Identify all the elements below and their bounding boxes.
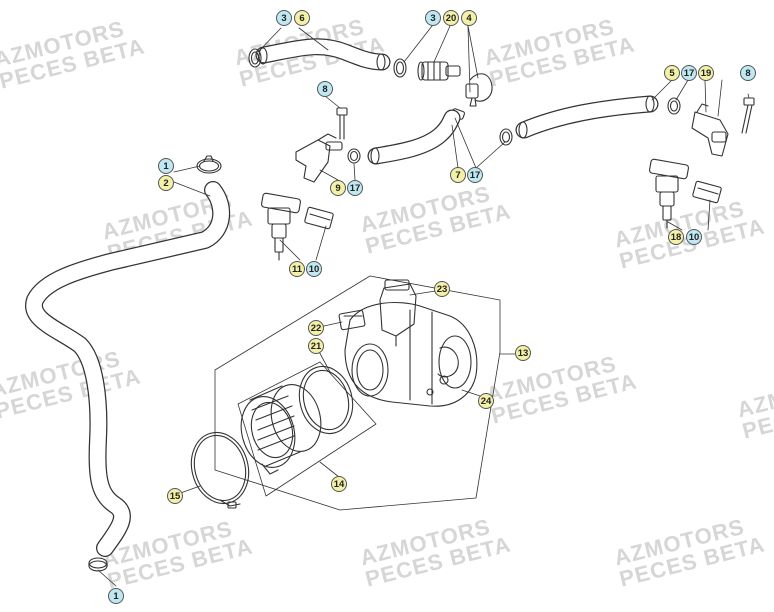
callout-label: 13: [517, 347, 529, 359]
callout-label: 24: [480, 395, 492, 407]
callout-label: 17: [683, 67, 695, 79]
callout-label: 19: [700, 67, 712, 79]
callout-label: 14: [333, 478, 345, 490]
callout-label: 22: [310, 322, 322, 334]
callout-7: 7: [450, 167, 466, 183]
callout-23: 23: [434, 281, 450, 297]
clamp-ring-large: [298, 365, 354, 435]
callout-label: 21: [310, 340, 322, 352]
callout-label: 3: [281, 12, 287, 24]
callout-label: 10: [308, 263, 320, 275]
tps-sensor: [379, 279, 417, 347]
callout-11: 11: [289, 261, 305, 277]
callout-label: 23: [436, 283, 448, 295]
middle-hose: [367, 109, 461, 165]
callout-label: 5: [669, 67, 675, 79]
callout-label: 17: [469, 169, 481, 181]
callout-17: 17: [347, 180, 363, 196]
callout-8: 8: [740, 65, 756, 81]
callout-10: 10: [306, 261, 322, 277]
callout-15: 15: [167, 488, 183, 504]
callout-label: 18: [670, 231, 682, 243]
intake-manifold: [240, 384, 322, 475]
callout-3: 3: [276, 10, 292, 26]
callout-2: 2: [158, 175, 174, 191]
callout-3: 3: [425, 10, 441, 26]
callout-24: 24: [478, 393, 494, 409]
callout-13: 13: [515, 345, 531, 361]
hose-clamp-top: [196, 155, 222, 174]
callout-9: 9: [330, 180, 346, 196]
connector-right: [692, 180, 722, 204]
callout-label: 11: [291, 263, 303, 275]
injector-right: [648, 158, 690, 229]
bolt-left: [336, 107, 348, 140]
callout-1: 1: [108, 588, 124, 604]
right-hose: [515, 95, 659, 139]
callout-6: 6: [294, 10, 310, 26]
callout-label: 2: [163, 177, 169, 189]
callout-21: 21: [308, 338, 324, 354]
sensor-connector: [338, 309, 366, 331]
callout-19: 19: [698, 65, 714, 81]
callout-label: 8: [745, 67, 751, 79]
callout-1: 1: [158, 158, 174, 174]
callout-17: 17: [467, 167, 483, 183]
callout-label: 15: [169, 490, 181, 502]
hose-clamp-15: [190, 431, 250, 509]
clamp-small-left: [248, 48, 262, 68]
callout-20: 20: [443, 10, 459, 26]
callout-5: 5: [664, 65, 680, 81]
clamp-small-mid: [393, 58, 407, 78]
callout-10: 10: [686, 229, 702, 245]
quick-connector: [417, 61, 461, 81]
callout-4: 4: [461, 10, 477, 26]
throttle-assembly-box: [214, 275, 501, 511]
callout-18: 18: [668, 229, 684, 245]
connector-left: [304, 206, 334, 230]
callout-8: 8: [317, 81, 333, 97]
clamp-right: [667, 97, 681, 115]
top-hose: [255, 38, 391, 71]
callout-label: 9: [335, 182, 341, 194]
clamp-middle: [347, 148, 361, 164]
injector-cap-right: [691, 103, 729, 157]
callout-label: 10: [688, 231, 700, 243]
bolt-right: [741, 97, 755, 134]
clamp-middle-right: [499, 128, 513, 146]
manifold-box: [237, 361, 377, 497]
throttle-body: [344, 301, 478, 407]
callout-label: 3: [430, 12, 436, 24]
callout-label: 8: [322, 83, 328, 95]
callout-label: 4: [466, 12, 472, 24]
callout-label: 1: [113, 590, 119, 602]
callout-17: 17: [681, 65, 697, 81]
callout-label: 7: [455, 169, 461, 181]
callout-22: 22: [308, 320, 324, 336]
fuel-hose-long: [25, 181, 231, 557]
injector-left: [260, 192, 302, 261]
hose-clamp-bottom: [88, 557, 108, 572]
callout-label: 1: [163, 160, 169, 172]
callout-label: 20: [445, 12, 457, 24]
callout-14: 14: [331, 476, 347, 492]
callout-label: 17: [349, 182, 361, 194]
leader-lines: [97, 25, 750, 587]
callout-label: 6: [299, 12, 305, 24]
injector-cap-left: [295, 133, 343, 183]
